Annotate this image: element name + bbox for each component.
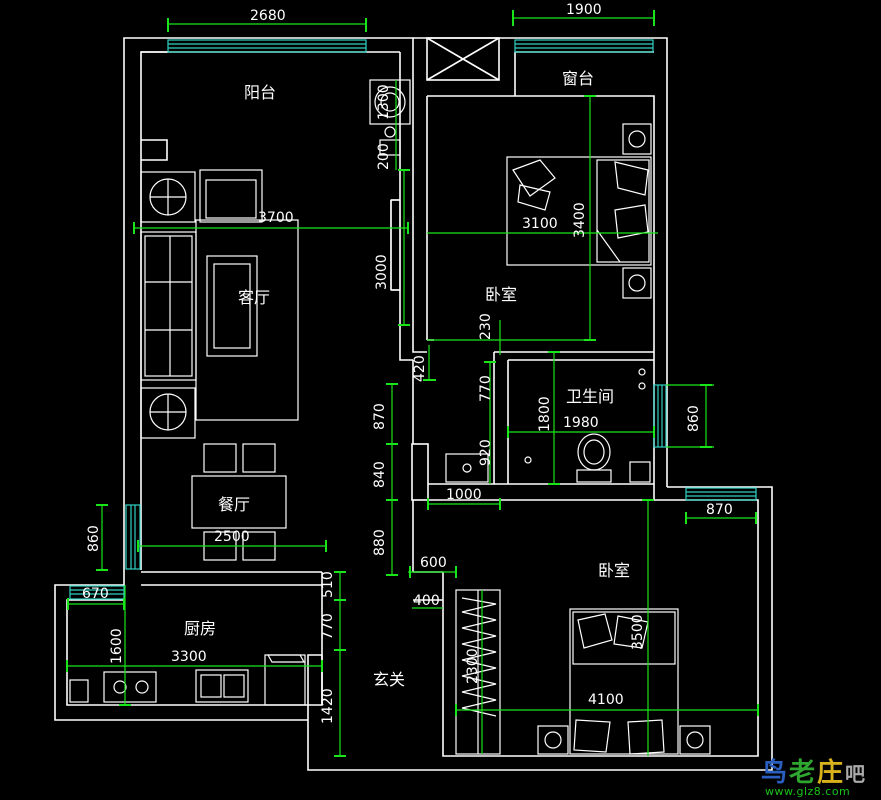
dim-bath-770: 770 xyxy=(478,375,494,402)
dim-kitchen-depth: 1600 xyxy=(109,628,125,664)
dim-wall-840: 840 xyxy=(372,461,388,488)
dim-wall-400: 400 xyxy=(413,593,440,609)
dim-wall-880: 880 xyxy=(372,529,388,556)
dimension-labels: 2680 1900 1300 200 3700 3100 3400 3000 2… xyxy=(82,2,733,724)
dim-closet-length: 2300 xyxy=(465,648,481,684)
dim-dining-window: 860 xyxy=(86,525,102,552)
walls xyxy=(54,37,773,771)
watermark-char-1: 鸟 xyxy=(761,758,788,788)
dim-wall-230: 230 xyxy=(478,313,494,340)
watermark-char-3: 庄 xyxy=(817,758,844,788)
dim-washer: 1300 xyxy=(376,84,392,120)
dim-entry-770: 770 xyxy=(320,613,336,640)
site-watermark: 鸟 老 庄 吧 www.glz8.com xyxy=(761,752,879,798)
room-labels: 阳台 窗台 卧室 客厅 卫生间 餐厅 卧室 厨房 玄关 xyxy=(184,69,630,689)
dim-entrance-depth: 1420 xyxy=(320,688,336,724)
dim-bath-length: 1800 xyxy=(537,396,553,432)
label-bedroom-south: 卧室 xyxy=(598,561,630,580)
windows xyxy=(69,39,757,600)
dim-wall-920: 920 xyxy=(478,439,494,466)
label-living-room: 客厅 xyxy=(238,288,270,307)
label-entrance: 玄关 xyxy=(373,670,405,689)
dim-south-window: 870 xyxy=(706,502,733,518)
dim-balcony-width: 2680 xyxy=(250,8,286,24)
dim-wall-870-left: 870 xyxy=(372,403,388,430)
dim-bed-south-length: 3500 xyxy=(630,614,646,650)
dim-tv-wall: 3000 xyxy=(374,254,390,290)
dimension-lines xyxy=(66,10,759,757)
dim-closet-width: 600 xyxy=(420,555,447,571)
dim-bath-window: 860 xyxy=(686,405,702,432)
dim-dining-width: 2500 xyxy=(214,529,250,545)
dim-bed-north-width: 3100 xyxy=(522,216,558,232)
label-bedroom-north: 卧室 xyxy=(485,285,517,304)
label-balcony: 阳台 xyxy=(244,83,276,102)
dim-wall-420: 420 xyxy=(412,355,428,382)
watermark-char-4: 吧 xyxy=(845,762,865,786)
label-bathroom: 卫生间 xyxy=(566,387,614,406)
dim-bed-north-length: 3400 xyxy=(572,202,588,238)
watermark-url: www.glz8.com xyxy=(765,785,851,798)
dim-wall-510: 510 xyxy=(320,571,336,598)
dim-kitchen-window: 670 xyxy=(82,586,109,602)
label-kitchen: 厨房 xyxy=(184,619,216,638)
dim-living-width: 3700 xyxy=(258,210,294,226)
dim-north-window: 1900 xyxy=(566,2,602,18)
dim-bath-width: 1980 xyxy=(563,415,599,431)
label-window-platform: 窗台 xyxy=(562,69,594,88)
dim-shower-width: 1000 xyxy=(446,487,482,503)
label-dining-room: 餐厅 xyxy=(218,495,250,514)
furniture xyxy=(69,79,711,755)
dim-wall-200: 200 xyxy=(376,143,392,170)
dim-bed-south-width: 4100 xyxy=(588,692,624,708)
dim-kitchen-width: 3300 xyxy=(171,649,207,665)
watermark-char-2: 老 xyxy=(789,758,816,788)
